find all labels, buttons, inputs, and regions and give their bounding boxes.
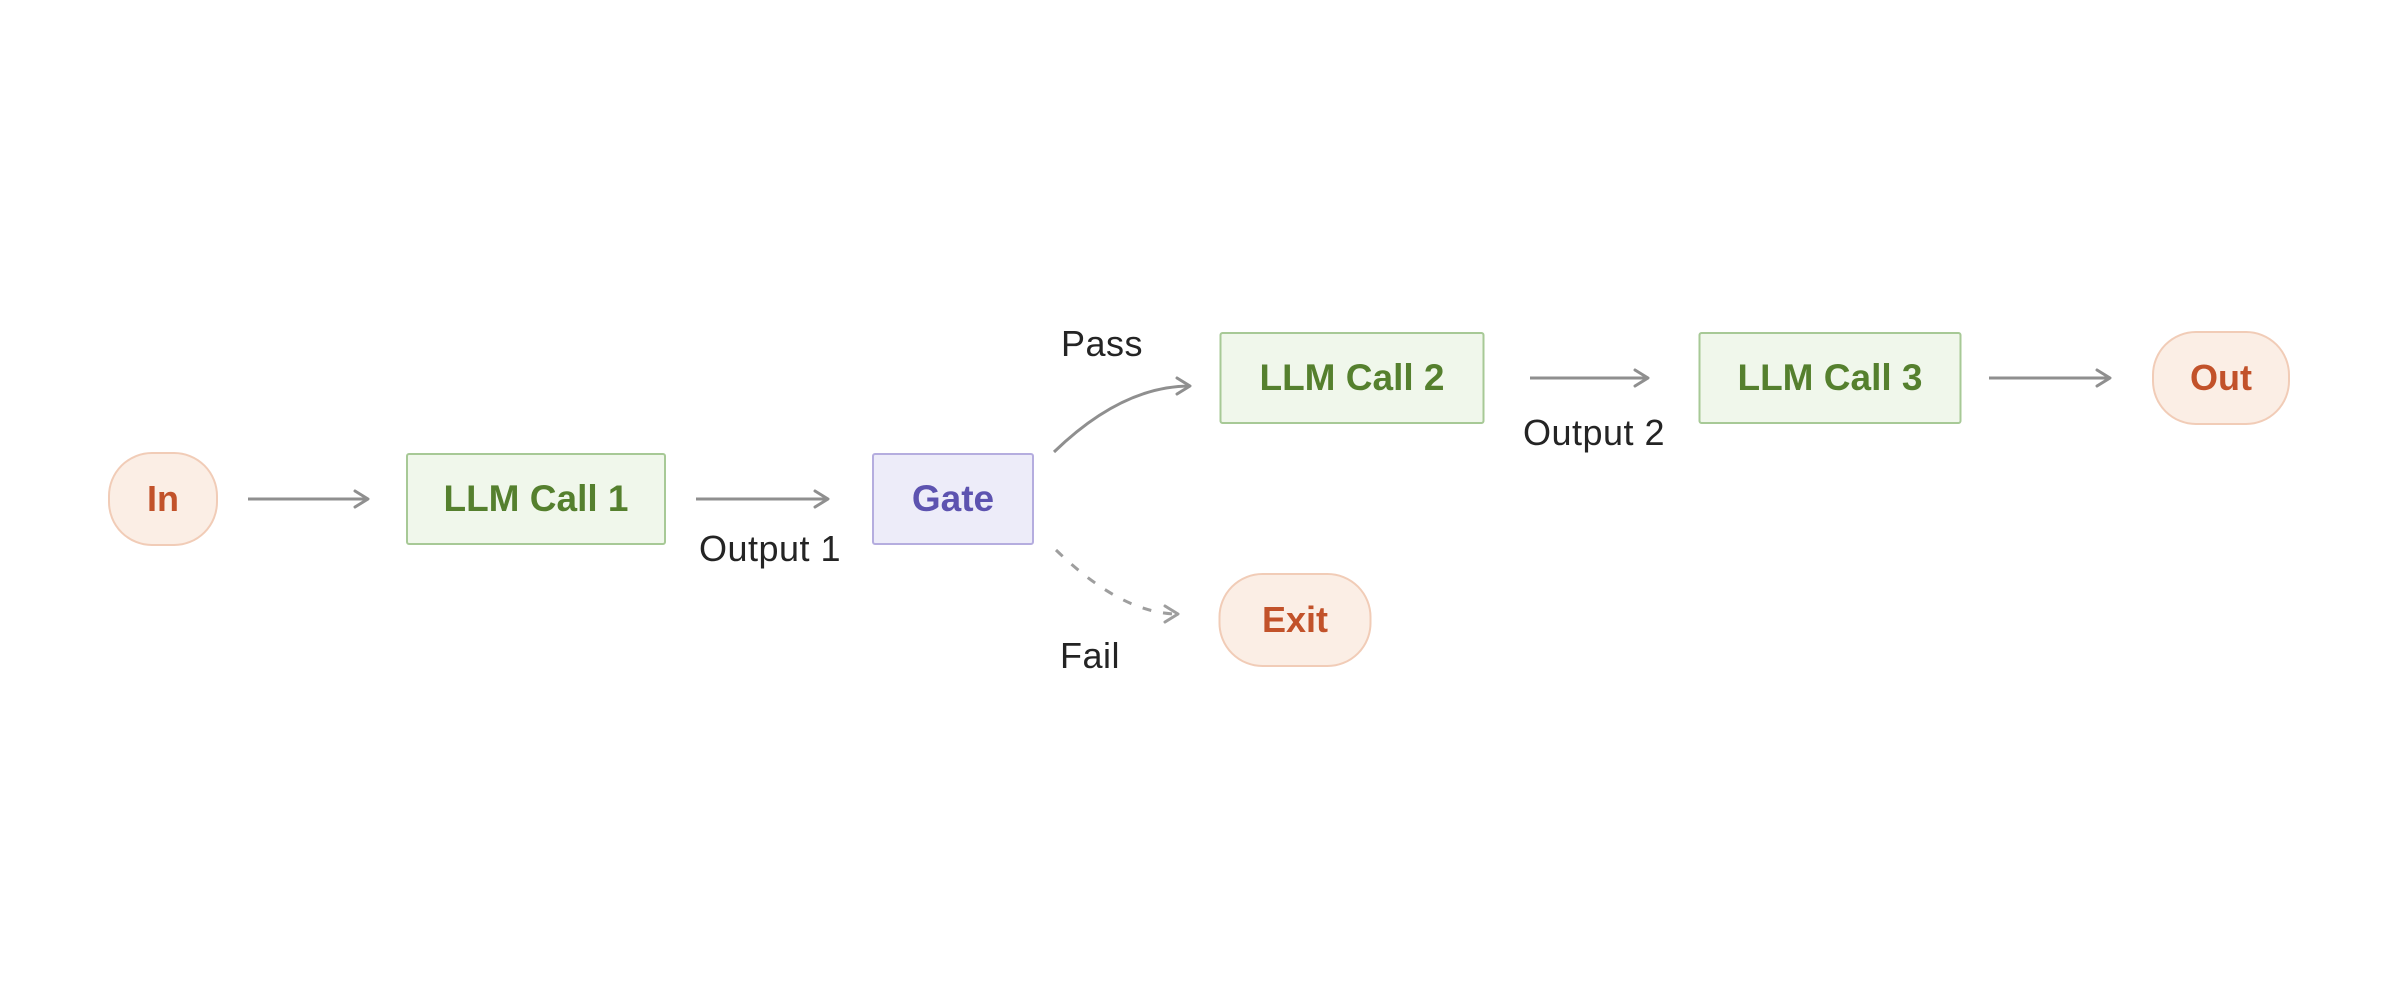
edge-label-output-1: Output 1 <box>698 528 842 569</box>
edge-label-output-2: Output 2 <box>1522 412 1666 453</box>
edge-label-fail: Fail <box>1059 635 1121 676</box>
node-llm-call-2: LLM Call 2 <box>1219 332 1485 424</box>
node-llm-call-3: LLM Call 3 <box>1698 332 1962 424</box>
node-out: Out <box>2152 331 2290 425</box>
node-in: In <box>108 452 218 546</box>
edge-gate-to-llm2-pass <box>1052 376 1192 454</box>
edge-gate-to-exit-fail <box>1054 548 1180 624</box>
node-llm-call-1: LLM Call 1 <box>406 453 666 545</box>
node-gate: Gate <box>872 453 1034 545</box>
edge-label-pass: Pass <box>1060 323 1144 364</box>
node-exit: Exit <box>1218 573 1372 667</box>
